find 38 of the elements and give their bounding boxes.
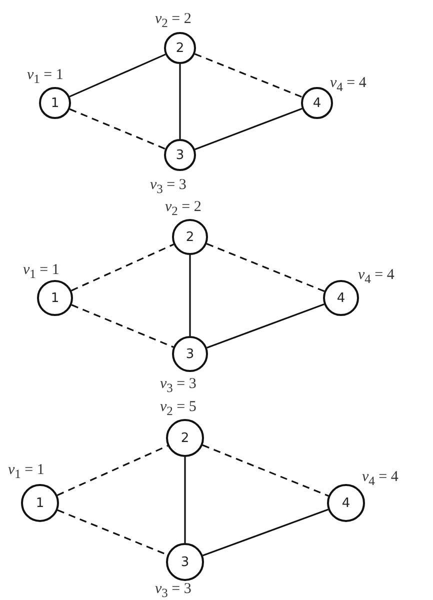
vertex-circle: 3 xyxy=(164,139,196,171)
vertex-value-label: v$_{2}$ = 2 xyxy=(155,12,192,30)
vertex-circle: 1 xyxy=(39,87,71,119)
dashed-edge xyxy=(57,445,168,496)
vertex-value-label: v$_{1}$ = 1 xyxy=(23,263,60,280)
dashed-edge xyxy=(71,244,174,292)
vertex-circle: 4 xyxy=(301,87,333,119)
vertex-value-label: v$_{1}$ = 1 xyxy=(8,463,44,480)
vertex-circle: 1 xyxy=(21,484,59,522)
vertex-circle: 2 xyxy=(166,419,204,457)
vertex-value-label: v$_{3}$ = 3 xyxy=(160,377,196,394)
graph-edge xyxy=(179,64,181,139)
graph-edge xyxy=(69,54,166,98)
graph-edge xyxy=(184,457,186,543)
vertex-circle: 2 xyxy=(172,219,208,255)
graph-edge xyxy=(206,304,324,348)
vertex-circle: 1 xyxy=(37,280,73,316)
dashed-edge xyxy=(69,108,166,150)
dashed-edge xyxy=(206,243,325,292)
vertex-value-label: v$_{4}$ = 4 xyxy=(358,268,394,286)
dashed-edge xyxy=(71,304,174,348)
vertex-circle: 4 xyxy=(327,484,365,522)
vertex-circle: 4 xyxy=(323,280,359,316)
vertex-value-label: v$_{3}$ = 3 xyxy=(155,582,192,600)
vertex-circle: 3 xyxy=(172,336,208,372)
vertex-value-label: v$_{1}$ = 1 xyxy=(27,68,64,86)
vertex-circle: 2 xyxy=(164,32,196,64)
vertex-value-label: v$_{3}$ = 3 xyxy=(150,178,186,196)
vertex-value-label: v$_{4}$ = 4 xyxy=(362,470,398,488)
graph-edge xyxy=(189,255,191,336)
vertex-value-label: v$_{2}$ = 5 xyxy=(160,400,196,418)
graph-edge xyxy=(194,108,302,150)
graph-edge xyxy=(202,508,328,556)
vertex-value-label: v$_{2}$ = 2 xyxy=(165,200,202,218)
vertex-circle: 3 xyxy=(166,543,204,581)
dashed-edge xyxy=(202,444,329,497)
vertex-value-label: v$_{4}$ = 4 xyxy=(330,76,366,94)
dashed-edge xyxy=(194,53,302,98)
